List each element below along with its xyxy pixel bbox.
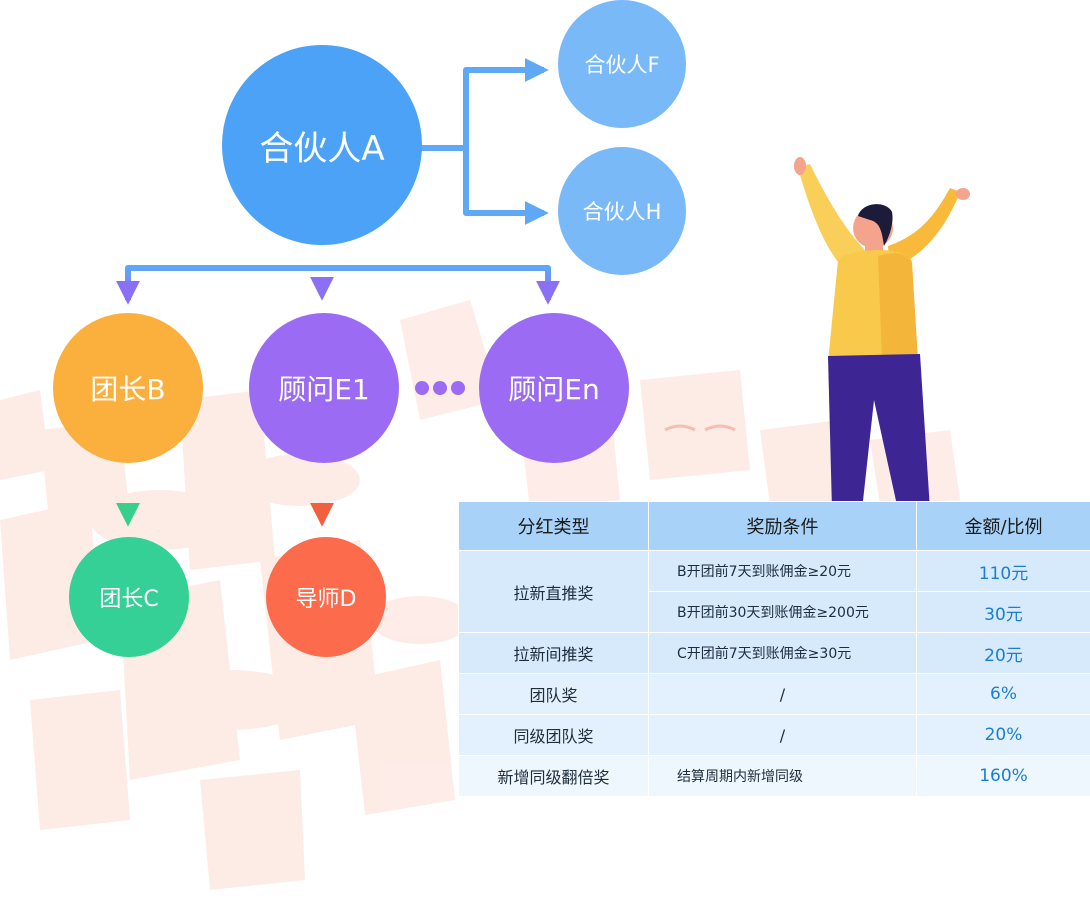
amount-cell: 160% bbox=[916, 755, 1090, 797]
condition-cell: C开团前7天到账佣金≥30元 bbox=[648, 632, 917, 674]
node-label: 合伙人F bbox=[584, 53, 660, 77]
node-label: 顾问En bbox=[508, 373, 600, 406]
table-row: 同级团队奖 / 20% bbox=[458, 714, 1090, 756]
node-partner-f: 合伙人F bbox=[558, 0, 686, 128]
node-label: 合伙人A bbox=[259, 128, 385, 169]
table-row: 拉新间推奖 C开团前7天到账佣金≥30元 20元 bbox=[458, 632, 1090, 674]
header-amount: 金额/比例 bbox=[916, 501, 1090, 551]
node-label: 团长C bbox=[99, 587, 159, 612]
node-label: 合伙人H bbox=[582, 200, 662, 224]
amount-cell: 20% bbox=[916, 714, 1090, 756]
condition-cell: / bbox=[648, 714, 917, 756]
type-cell: 同级团队奖 bbox=[458, 714, 649, 756]
node-leader-b: 团长B bbox=[53, 313, 203, 463]
node-label: 团长B bbox=[90, 373, 166, 406]
table-row: 团队奖 / 6% bbox=[458, 673, 1090, 715]
header-condition: 奖励条件 bbox=[648, 501, 917, 551]
node-partner-a: 合伙人A bbox=[222, 45, 422, 245]
header-type: 分红类型 bbox=[458, 501, 649, 551]
node-consultant-e1: 顾问E1 bbox=[249, 313, 399, 463]
node-label: 导师D bbox=[295, 587, 357, 612]
condition-cell: B开团前30天到账佣金≥200元 bbox=[648, 591, 917, 633]
ellipsis-dots bbox=[415, 381, 465, 395]
type-cell: 新增同级翻倍奖 bbox=[458, 755, 649, 797]
amount-cell: 110元 bbox=[916, 550, 1090, 592]
condition-cell: 结算周期内新增同级 bbox=[648, 755, 917, 797]
type-cell: 拉新间推奖 bbox=[458, 632, 649, 674]
type-cell: 团队奖 bbox=[458, 673, 649, 715]
table-row: 新增同级翻倍奖 结算周期内新增同级 160% bbox=[458, 755, 1090, 797]
amount-cell: 30元 bbox=[916, 591, 1090, 633]
node-consultant-en: 顾问En bbox=[479, 313, 629, 463]
amount-cell: 6% bbox=[916, 673, 1090, 715]
table-row: B开团前30天到账佣金≥200元 30元 bbox=[459, 591, 1090, 633]
node-partner-h: 合伙人H bbox=[558, 147, 686, 275]
node-mentor-d: 导师D bbox=[266, 537, 386, 657]
condition-cell: B开团前7天到账佣金≥20元 bbox=[648, 550, 917, 592]
reward-table: 分红类型 奖励条件 金额/比例 拉新直推奖 B开团前7天到账佣金≥20元 110… bbox=[458, 501, 1090, 797]
table-header-row: 分红类型 奖励条件 金额/比例 bbox=[458, 501, 1090, 551]
node-label: 顾问E1 bbox=[278, 373, 370, 406]
cheering-person-illustration bbox=[794, 157, 970, 510]
amount-cell: 20元 bbox=[916, 632, 1090, 674]
type-cell: 拉新直推奖 bbox=[458, 550, 649, 633]
condition-cell: / bbox=[648, 673, 917, 715]
table-row: 拉新直推奖 B开团前7天到账佣金≥20元 110元 bbox=[458, 550, 1090, 633]
node-leader-c: 团长C bbox=[69, 537, 189, 657]
